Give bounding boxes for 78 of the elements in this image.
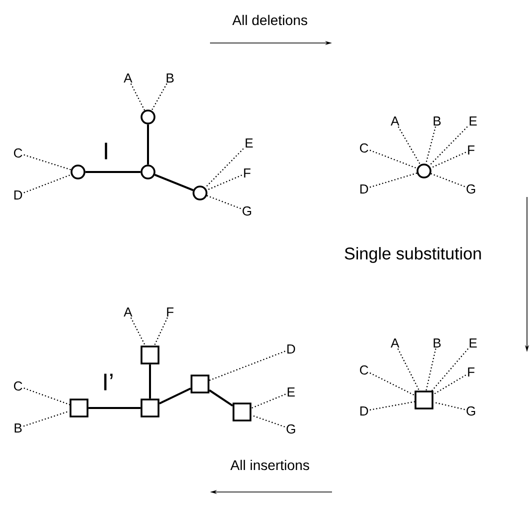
- leaf-label: C: [360, 143, 368, 153]
- dotted-line: [425, 126, 436, 164]
- dotted-line: [24, 154, 72, 170]
- leaf-label: A: [124, 74, 132, 82]
- dotted-line: [430, 152, 466, 169]
- leaf-label: C: [14, 381, 22, 391]
- tree-edge: [158, 388, 192, 404]
- dotted-line: [432, 402, 465, 410]
- dotted-line: [398, 126, 421, 166]
- tree-label: I: [104, 142, 108, 160]
- leaf-label: D: [14, 190, 22, 200]
- circle-node: [192, 186, 208, 200]
- leaf-label: F: [244, 168, 250, 178]
- square-node: [70, 398, 88, 418]
- leaf-label: E: [470, 116, 477, 126]
- dotted-line: [431, 348, 468, 392]
- tree-edge: [147, 124, 149, 165]
- tree-edge: [208, 389, 234, 407]
- square-node: [190, 374, 210, 394]
- leaf-label: A: [390, 116, 400, 126]
- tree-edge: [85, 171, 141, 173]
- leaf-label: F: [468, 146, 474, 154]
- tree-edge: [88, 407, 141, 409]
- dotted-line: [150, 84, 168, 112]
- circle-node: [416, 164, 432, 178]
- dotted-line: [370, 372, 416, 396]
- dotted-line: [204, 148, 244, 188]
- leaf-label: F: [167, 308, 174, 316]
- tree-edge: [154, 174, 194, 192]
- dotted-line: [397, 348, 420, 392]
- dotted-line: [154, 318, 168, 346]
- leaf-label: B: [166, 74, 174, 82]
- leaf-label: A: [390, 338, 400, 348]
- dotted-line: [370, 401, 416, 410]
- tree-label: I’: [104, 374, 113, 390]
- dotted-line: [24, 388, 70, 406]
- leaf-label: G: [466, 406, 476, 416]
- leaf-label: B: [434, 338, 441, 348]
- square-node: [232, 402, 252, 422]
- dotted-line: [250, 394, 286, 409]
- leaf-label: E: [470, 338, 477, 348]
- circle-node: [140, 110, 156, 124]
- leaf-label: D: [360, 184, 368, 194]
- dotted-line: [130, 318, 146, 346]
- square-node: [414, 390, 434, 410]
- dotted-line: [206, 174, 242, 191]
- square-node: [140, 346, 160, 364]
- dotted-line: [206, 195, 241, 210]
- leaf-label: G: [242, 206, 252, 216]
- leaf-label: B: [434, 116, 441, 126]
- leaf-label: A: [124, 308, 132, 316]
- dotted-line: [370, 172, 418, 188]
- dotted-line: [370, 150, 418, 169]
- dotted-line: [430, 173, 465, 188]
- leaf-label: C: [14, 148, 22, 158]
- tree-edge: [149, 364, 151, 399]
- leaf-label: F: [468, 368, 474, 376]
- arrow-label: All insertions: [230, 460, 310, 470]
- dotted-line: [250, 414, 285, 428]
- dotted-line: [130, 84, 146, 112]
- leaf-label: D: [360, 406, 368, 416]
- arrow-label: All deletions: [232, 14, 308, 26]
- arrow-label: Single substitution: [344, 247, 481, 263]
- leaf-label: B: [14, 424, 22, 432]
- dotted-line: [208, 350, 286, 382]
- leaf-label: E: [288, 388, 295, 396]
- circle-node: [140, 164, 156, 180]
- leaf-label: G: [466, 184, 476, 194]
- leaf-label: E: [246, 138, 253, 148]
- dotted-line: [426, 348, 436, 392]
- dotted-line: [24, 174, 72, 194]
- leaf-label: C: [360, 365, 368, 375]
- circle-node: [70, 164, 86, 180]
- dotted-line: [432, 374, 466, 396]
- leaf-label: D: [287, 344, 296, 354]
- dotted-line: [428, 126, 468, 166]
- leaf-label: G: [286, 424, 296, 434]
- square-node: [140, 398, 160, 418]
